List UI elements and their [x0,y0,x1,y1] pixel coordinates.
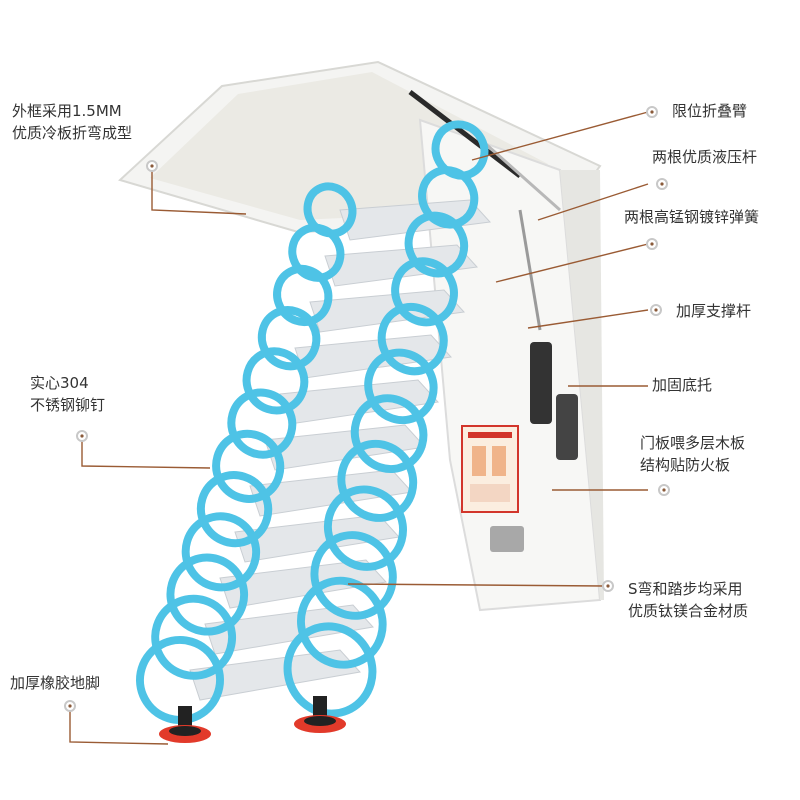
label-material: S弯和踏步均采用 优质钛镁合金材质 [628,578,748,622]
label-door-panel-line1: 门板喂多层木板 [640,434,746,452]
label-rubber-foot: 加厚橡胶地脚 [10,672,100,694]
label-support-rod: 加厚支撑杆 [676,300,751,322]
scissor-loop [181,512,261,592]
label-outer-frame: 外框采用1.5MM 优质冷板折弯成型 [12,100,132,144]
rubber-feet [159,696,346,743]
label-rivet-line1: 实心304 [30,374,89,392]
base-bracket [490,342,578,552]
label-limit-arm-text: 限位折叠臂 [672,102,748,120]
label-rubber-foot-text: 加厚橡胶地脚 [10,674,101,692]
label-outer-frame-line2: 优质冷板折弯成型 [12,124,133,142]
label-support-rod-text: 加厚支撑杆 [676,302,752,320]
label-hydraulic: 两根优质液压杆 [652,146,757,168]
scissor-loop [151,594,237,680]
label-rivet: 实心304 不锈钢铆钉 [30,372,105,416]
warning-sticker [461,425,519,513]
scissor-loop [404,211,469,278]
scissor-loop [323,485,407,571]
label-material-line1: S弯和踏步均采用 [628,580,743,598]
label-spring-text: 两根高锰钢镀锌弹簧 [624,208,760,226]
label-base-bracket-text: 加固底托 [652,376,713,394]
label-material-line2: 优质钛镁合金材质 [628,602,749,620]
label-hydraulic-text: 两根优质液压杆 [652,148,758,166]
scissor-loop [297,576,387,669]
scissor-loop [431,120,489,180]
label-limit-arm: 限位折叠臂 [672,100,747,122]
scissor-loop [303,182,357,238]
scissor-loop [166,553,249,636]
scissor-loop [310,531,397,620]
label-outer-frame-line1: 外框采用1.5MM [12,102,122,120]
label-door-panel: 门板喂多层木板 结构贴防火板 [640,432,745,476]
callout-dots [64,106,670,712]
scissor-loop [288,223,345,282]
scissor-loop [283,622,377,718]
label-rivet-line2: 不锈钢铆钉 [30,396,106,414]
scissor-loop [418,166,479,229]
scissor-loop [136,636,224,724]
label-base-bracket: 加固底托 [652,374,712,396]
leader-lines [69,111,649,745]
label-door-panel-line2: 结构贴防火板 [640,456,731,474]
scissor-arms [136,120,489,724]
label-spring: 两根高锰钢镀锌弹簧 [624,206,759,228]
